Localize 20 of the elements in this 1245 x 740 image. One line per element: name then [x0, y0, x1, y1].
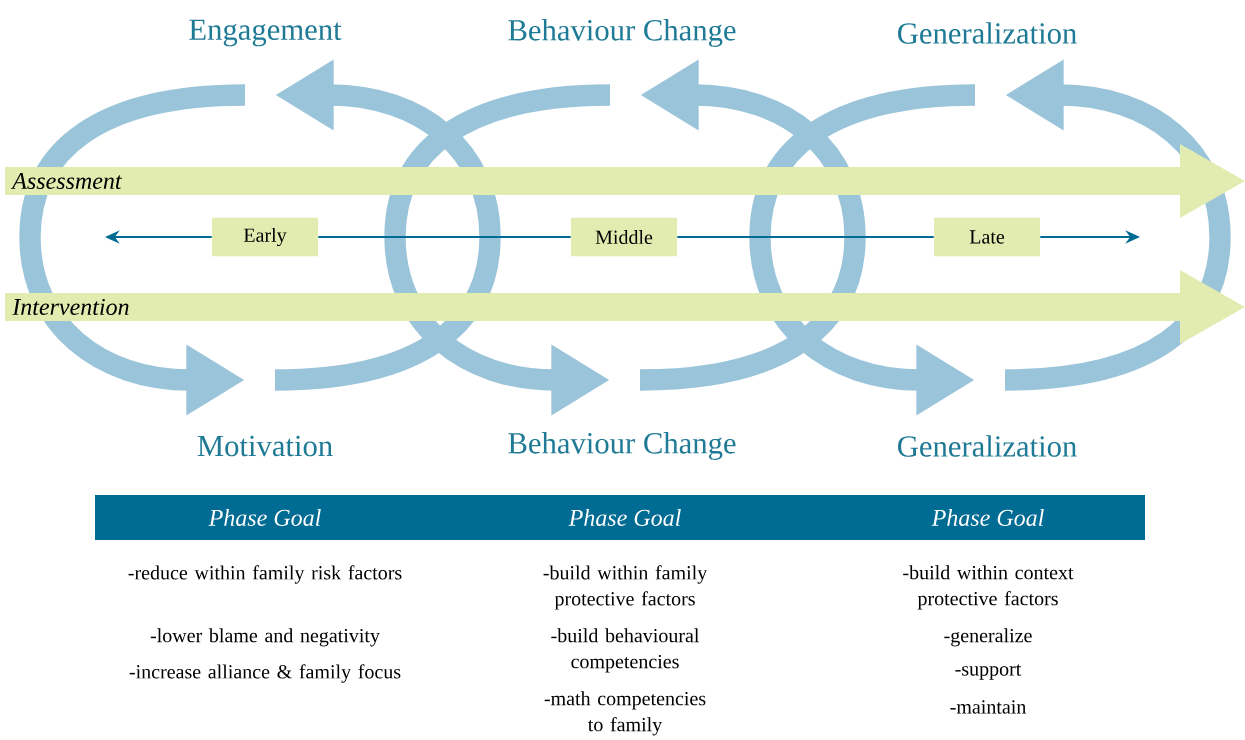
goal-text: -increase alliance & family focus: [129, 664, 401, 683]
header-bar: Phase Goal Phase Goal Phase Goal: [95, 495, 1145, 540]
goal-text: -build within context protective factors: [903, 565, 1074, 610]
goal-text: -math competencies to family: [544, 691, 706, 736]
phase-title: Behaviour Change: [508, 19, 736, 47]
phase-title: Generalization: [898, 435, 1077, 457]
phase-title: Generalization: [898, 22, 1077, 44]
goal-text: -generalize: [944, 628, 1032, 647]
phase-title: Engagement: [189, 19, 342, 47]
goal-text: -build within family protective factors: [543, 565, 708, 610]
goal-text: -reduce within family risk factors: [128, 565, 402, 584]
phase-title: Behaviour Change: [508, 432, 736, 460]
goal-text: -support: [955, 664, 1022, 680]
goal-text: -lower blame and negativity: [150, 628, 380, 647]
goal-text: -build behavioural competencies: [551, 628, 700, 673]
stage-box: Early: [212, 217, 318, 257]
phase-title: Motivation: [197, 435, 333, 457]
stage-box: Middle: [571, 217, 677, 257]
stage-box: Late: [934, 217, 1040, 257]
goal-text: -maintain: [950, 700, 1027, 714]
